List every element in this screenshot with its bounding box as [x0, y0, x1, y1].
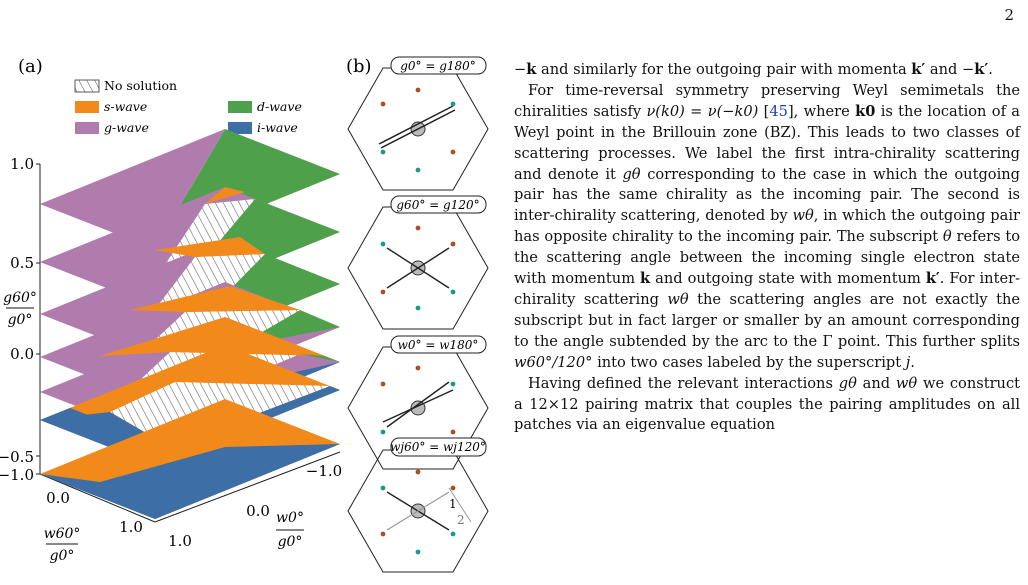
math-g-theta: gθ — [838, 374, 857, 392]
v-label-den: g0° — [8, 312, 33, 328]
v-label-num: g60° — [3, 290, 37, 306]
panel-a-label: (a) — [18, 56, 43, 77]
math-k0: k0 — [855, 102, 876, 120]
legend-swatch-s-wave — [75, 101, 99, 113]
eq-label-4: wj60° = wj120° — [390, 440, 486, 454]
legend: No solution s-wave d-wave g-wave i-wave — [74, 78, 302, 135]
legend-swatch-g-wave — [75, 122, 99, 134]
right-tick-3: 1.0 — [168, 532, 192, 550]
right-axis-label: w0° g0° — [276, 510, 304, 550]
text-span: . For inter-chirality scattering — [514, 270, 1020, 308]
v-tick-1: 1.0 — [10, 155, 34, 173]
text-span: and − — [925, 61, 975, 78]
math-kprime: k′ — [974, 61, 989, 78]
eq-label-1: g0° = g180° — [400, 59, 476, 73]
scattering-panel-g0-g180: g0° = g180° — [347, 56, 489, 191]
text-span: For time-reversal symmetry preserving We… — [514, 81, 1020, 120]
left-label-den: g0° — [50, 548, 75, 564]
text-column: −k and similarly for the outgoing pair w… — [514, 60, 1020, 436]
text-span: and — [856, 374, 896, 392]
figure-panel-b: (b) g0° = g180° g60° = g120° w0° = w180° — [346, 56, 489, 573]
math-k: k — [640, 270, 651, 288]
left-label-num: w60° — [44, 526, 81, 542]
legend-g-wave: g-wave — [104, 120, 149, 135]
text-span: is the location of a Weyl point in the B… — [514, 102, 1020, 183]
legend-no-solution: No solution — [104, 78, 177, 93]
legend-s-wave: s-wave — [104, 99, 147, 114]
math-theta: θ — [942, 228, 952, 246]
page-number: 2 — [1004, 6, 1014, 24]
text-span: . — [988, 61, 993, 78]
right-tick-2: 0.0 — [246, 502, 270, 520]
math-w-theta: wθ — [667, 290, 689, 308]
math-w-theta: wθ — [895, 374, 918, 392]
axes-frame — [39, 164, 341, 523]
left-tick-1: 0.0 — [46, 489, 70, 507]
text-span: into two cases labeled by the superscrip… — [592, 353, 906, 371]
v-tick-3: 0.0 — [10, 345, 34, 363]
legend-swatch-i-wave — [228, 122, 252, 134]
text-span: and similarly for the outgoing pair with… — [536, 61, 912, 78]
paragraph-1: For time-reversal symmetry preserving We… — [514, 81, 1020, 374]
math-kprime: k′ — [925, 270, 940, 288]
left-tick-2: 1.0 — [119, 518, 143, 536]
vertical-axis-ticks — [36, 163, 40, 475]
right-tick-1: −1.0 — [306, 462, 342, 480]
right-label-num: w0° — [276, 510, 304, 526]
legend-i-wave: i-wave — [257, 120, 298, 135]
arc-label-2: 2 — [457, 513, 465, 527]
math-k: k — [526, 61, 537, 78]
scattering-panel-w60j-w120j: wj60° = wj120° 1 2 — [347, 437, 489, 573]
left-axis-label: w60° g0° — [44, 526, 81, 564]
paragraph-0: −k and similarly for the outgoing pair w… — [514, 60, 1020, 81]
paragraph-2: Having defined the relevant interactions… — [514, 374, 1020, 437]
math-g-theta: gθ — [622, 165, 641, 183]
text-span: . — [910, 353, 915, 371]
v-tick-2: 0.5 — [10, 254, 34, 272]
math-chirality: ν(k0) = ν(−k0) — [646, 102, 759, 120]
text-span: ], where — [787, 102, 856, 120]
legend-swatch-d-wave — [228, 101, 252, 113]
math-w-60-120: w60°/120° — [514, 353, 593, 371]
math-j: j — [905, 353, 911, 371]
vertical-axis-label: g60° g0° — [3, 290, 37, 328]
right-label-den: g0° — [278, 534, 303, 550]
figure-panel-a: (a) No solution s-wave d-wave g-wave i-w… — [0, 56, 342, 564]
v-tick-4: −0.5 — [0, 448, 34, 466]
text-span: Having defined the relevant interactions — [528, 374, 839, 392]
text-span: refers to the scattering angle between t… — [514, 228, 1021, 288]
text-span: the scattering angles are not exactly th… — [514, 290, 1020, 350]
citation-link[interactable]: 45 — [769, 102, 788, 120]
text-span: and outgoing state with momentum — [650, 270, 926, 288]
text-span: − — [514, 61, 527, 78]
text-span: corresponding to the case in which the o… — [514, 165, 1020, 225]
eq-label-2: g60° = g120° — [396, 198, 479, 212]
v-tick-5: −1.0 — [0, 466, 34, 484]
text-span: , in which the outgoing pair has opposit… — [514, 207, 1020, 246]
eq-label-3: w0° = w180° — [398, 338, 479, 352]
phase-plane-7 — [40, 399, 340, 519]
math-w-theta: wθ — [792, 207, 814, 225]
scattering-panel-w0-w180: w0° = w180° — [347, 335, 489, 470]
text-span: [ — [758, 102, 770, 120]
arc-label-1: 1 — [449, 497, 457, 511]
legend-swatch-no-solution — [74, 79, 100, 93]
panel-b-label: (b) — [346, 56, 372, 77]
math-kprime: k′ — [911, 61, 926, 78]
text-span: we construct a 12×12 pairing matrix that… — [514, 374, 1020, 434]
scattering-panel-g60-g120: g60° = g120° — [347, 195, 489, 330]
legend-d-wave: d-wave — [257, 99, 302, 114]
